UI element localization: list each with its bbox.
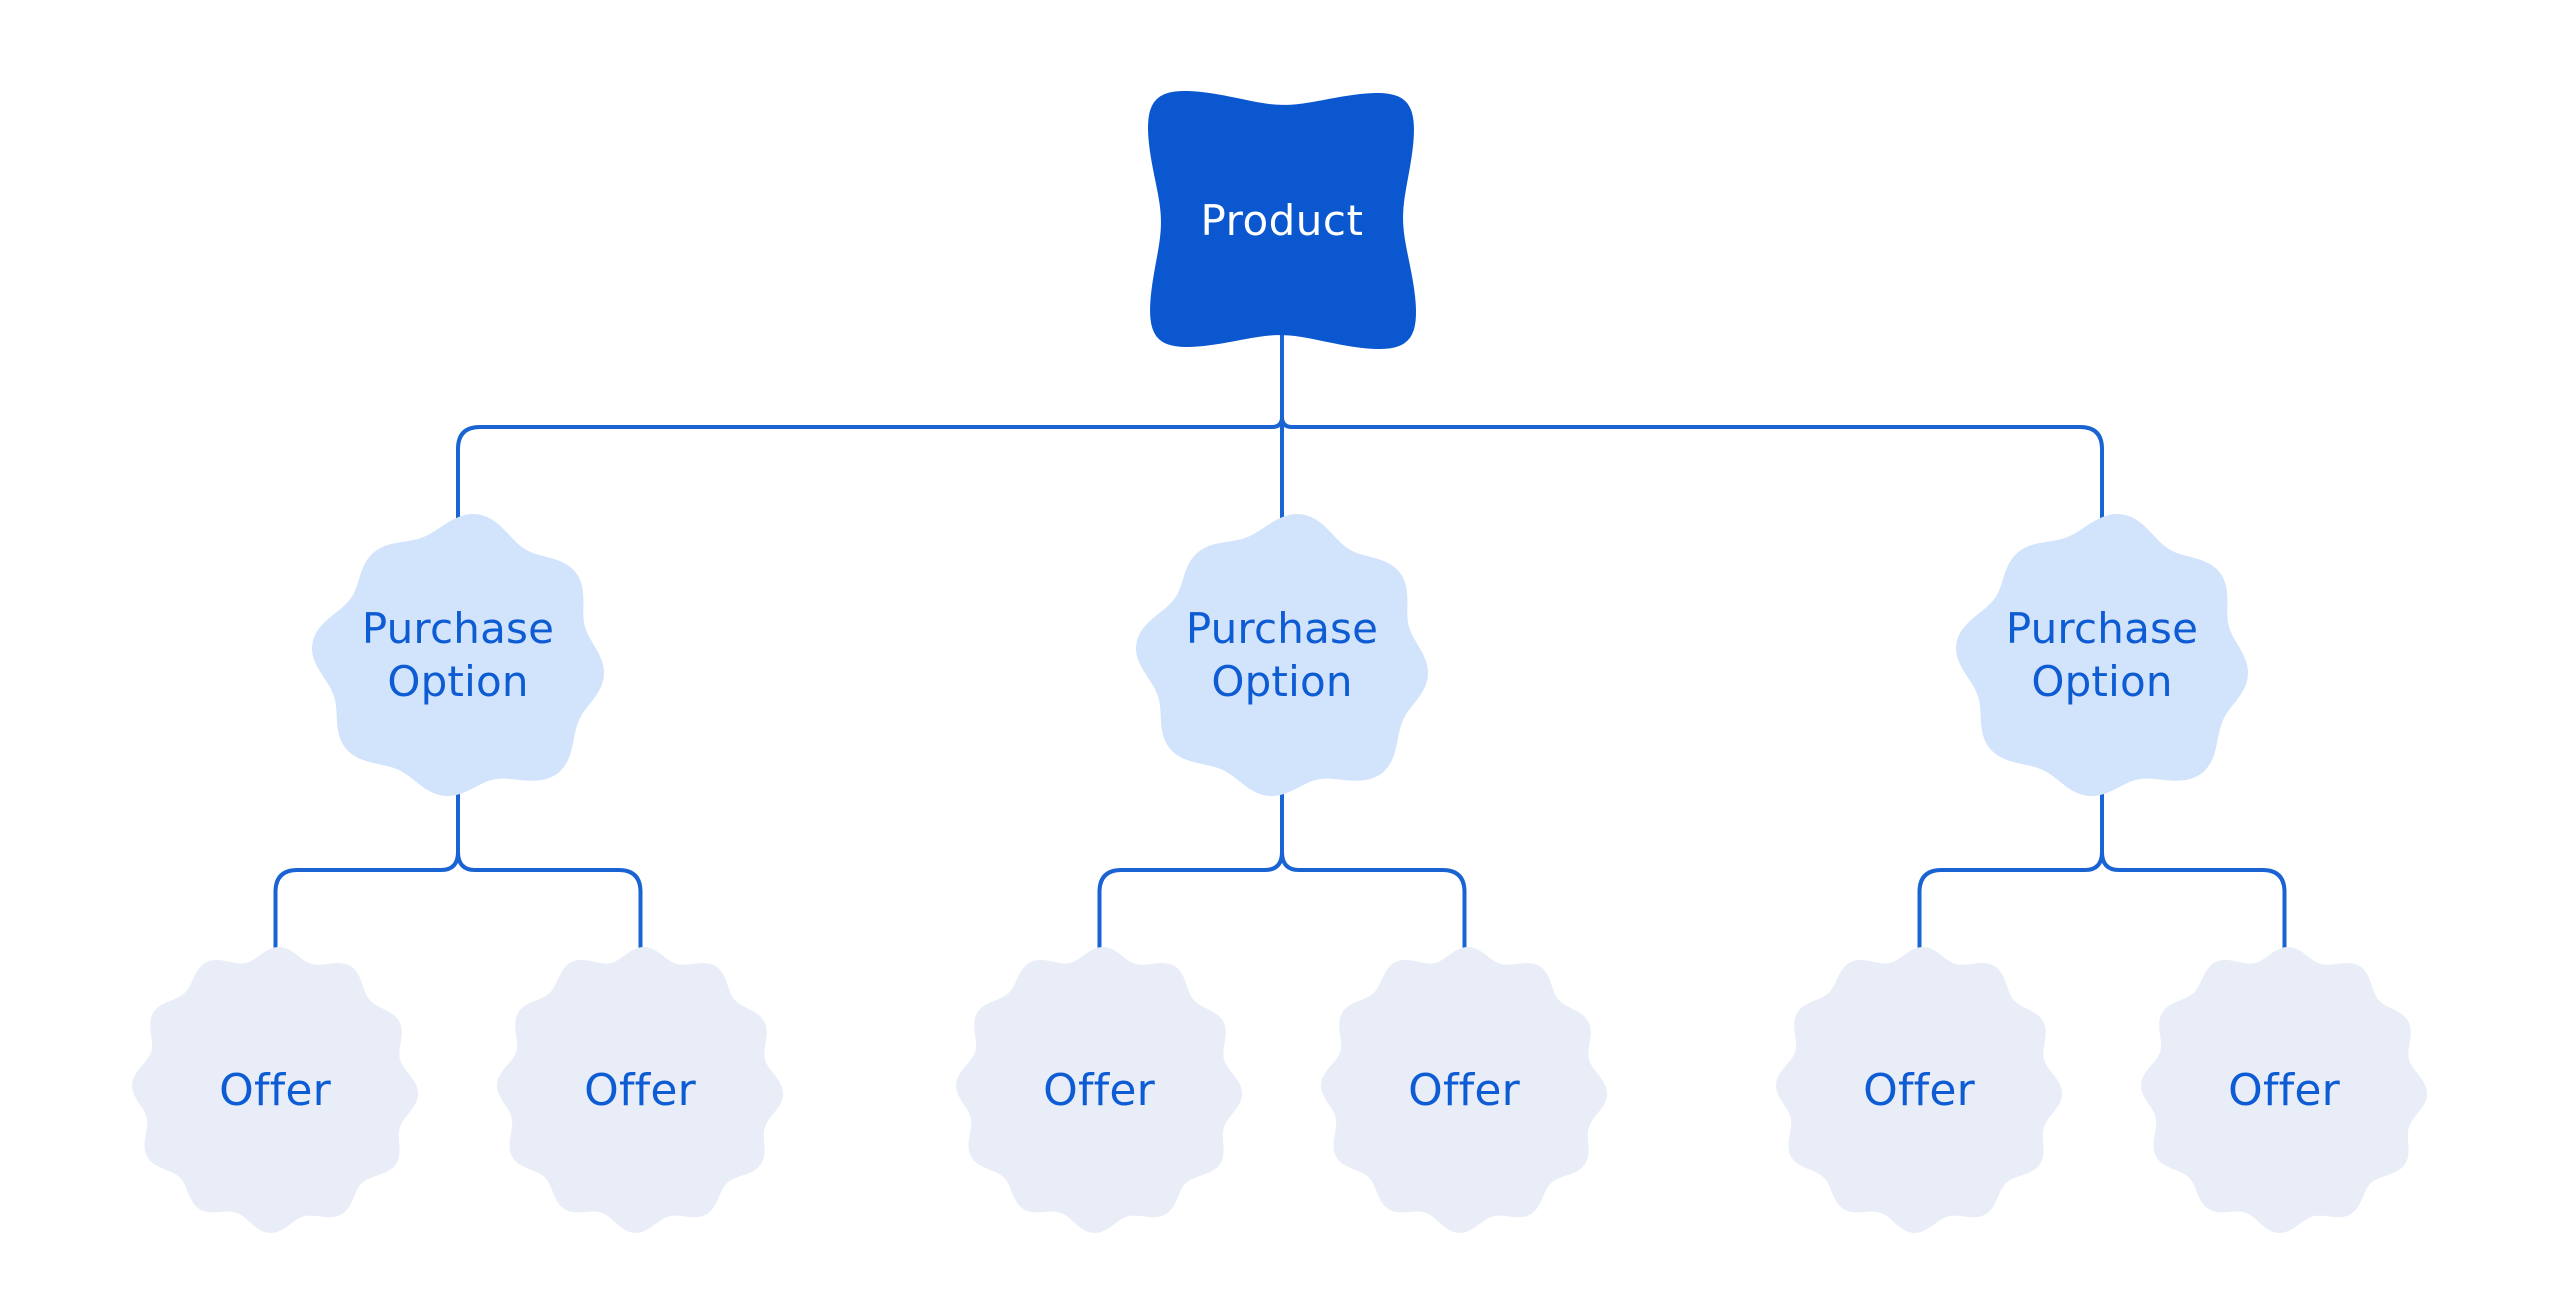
offer-label: Offer — [584, 1064, 696, 1116]
offer-label: Offer — [1863, 1064, 1975, 1116]
offer-label: Offer — [2228, 1064, 2340, 1116]
offer-label: Offer — [1408, 1064, 1520, 1116]
connector-path — [1097, 774, 1284, 960]
offer-label: Offer — [1043, 1064, 1155, 1116]
offer-blob-shape — [1776, 947, 2062, 1233]
purchase-option-label: Purchase Option — [1185, 603, 1379, 706]
purchase-option-blob-shape — [312, 514, 604, 796]
offer-node-3b: Offer — [2141, 947, 2427, 1233]
purchase-option-node-2: Purchase Option — [1136, 514, 1428, 796]
offer-node-2b: Offer — [1321, 947, 1607, 1233]
connector-path — [2100, 774, 2287, 960]
offer-blob-shape — [956, 947, 1242, 1233]
connector-path — [273, 774, 460, 960]
offer-blob-shape — [132, 947, 418, 1233]
purchase-option-blob-shape — [1136, 514, 1428, 796]
offer-node-3a: Offer — [1776, 947, 2062, 1233]
offer-blob-shape — [497, 947, 783, 1233]
purchase-option-blob-shape — [1956, 514, 2248, 796]
connector-path — [456, 774, 643, 960]
offer-node-2a: Offer — [956, 947, 1242, 1233]
connector-path — [1917, 774, 2104, 960]
offer-blob-shape — [1321, 947, 1607, 1233]
product-node: Product — [1148, 91, 1416, 349]
product-label: Product — [1200, 195, 1364, 245]
offer-node-1b: Offer — [497, 947, 783, 1233]
offer-node-1a: Offer — [132, 947, 418, 1233]
product-blob-shape — [1148, 91, 1416, 349]
purchase-option-node-3: Purchase Option — [1956, 514, 2248, 796]
purchase-option-label: Purchase Option — [2005, 603, 2199, 706]
purchase-option-node-1: Purchase Option — [312, 514, 604, 796]
offer-blob-shape — [2141, 947, 2427, 1233]
offer-label: Offer — [219, 1064, 331, 1116]
purchase-option-label: Purchase Option — [361, 603, 555, 706]
connector-path — [1280, 774, 1467, 960]
